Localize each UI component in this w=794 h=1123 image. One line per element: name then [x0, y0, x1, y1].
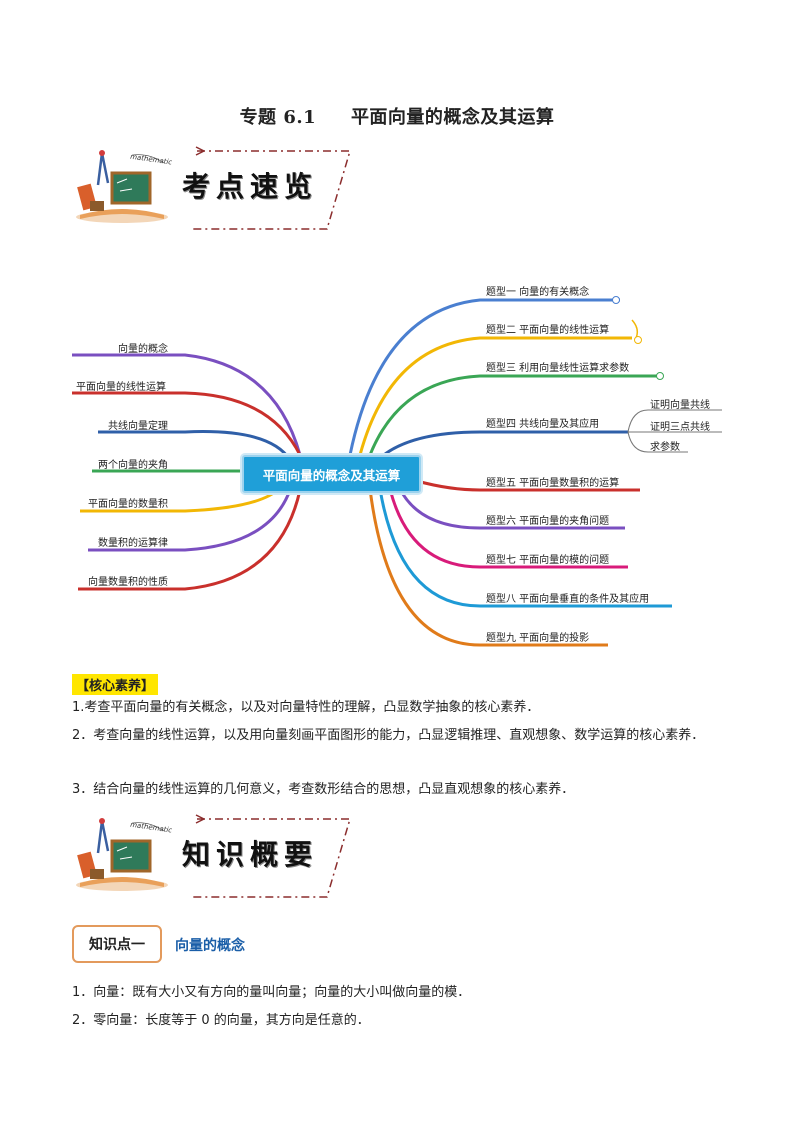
- mm-right-item: 题型九 平面向量的投影: [486, 633, 590, 644]
- knowledge-item: 2．零向量：长度等于 0 的向量，其方向是任意的．: [72, 1013, 370, 1028]
- mm-left-item: 数量积的运算律: [98, 538, 168, 549]
- mm-sub-item: 求参数: [650, 442, 680, 453]
- core-item: 2．考查向量的线性运算，以及用向量刻画平面图形的能力，凸显逻辑推理、直观想象、数…: [72, 728, 705, 743]
- title-number: 专题 6.1: [239, 107, 317, 128]
- mind-map-center: 平面向量的概念及其运算: [242, 455, 421, 493]
- mm-left-item: 平面向量的线性运算: [76, 382, 166, 393]
- banner-title: 知识概要: [182, 838, 319, 871]
- section-banner-overview: mathematics 考点速览: [72, 145, 362, 235]
- logo-word: mathematics: [130, 821, 172, 835]
- mm-sub-item: 证明向量共线: [650, 400, 710, 411]
- mm-right-item: 题型一 向量的有关概念: [486, 287, 590, 298]
- mm-right-item: 题型七 平面向量的模的问题: [486, 555, 610, 566]
- mm-right-item: 题型二 平面向量的线性运算: [486, 325, 610, 336]
- banner-title: 考点速览: [182, 170, 319, 203]
- mm-left-item: 共线向量定理: [108, 421, 168, 432]
- mm-sub-item: 证明三点共线: [650, 422, 710, 433]
- mm-right-item: 题型八 平面向量垂直的条件及其应用: [486, 594, 650, 605]
- core-heading: 【核心素养】: [72, 674, 159, 695]
- mm-left-item: 两个向量的夹角: [98, 460, 168, 471]
- knowledge-point-label: 知识点一: [72, 925, 162, 963]
- mm-left-item: 向量数量积的性质: [88, 577, 168, 588]
- section-banner-summary: mathematics 知识概要: [72, 813, 362, 903]
- mm-right-item: 题型三 利用向量线性运算求参数: [486, 363, 630, 374]
- core-item: 1.考查平面向量的有关概念，以及对向量特性的理解，凸显数学抽象的核心素养．: [72, 700, 540, 715]
- banner-frame: [192, 814, 352, 898]
- mm-left-item: 向量的概念: [118, 344, 168, 355]
- mm-left-item: 平面向量的数量积: [88, 499, 168, 510]
- mm-right-item: 题型五 平面向量数量积的运算: [486, 478, 620, 489]
- math-logo-icon: mathematics: [72, 145, 177, 225]
- core-item: 3．结合向量的线性运算的几何意义，考查数形结合的思想，凸显直观想象的核心素养．: [72, 782, 575, 797]
- page-title: 专题 6.1 平面向量的概念及其运算: [0, 103, 794, 129]
- knowledge-item: 1．向量：既有大小又有方向的量叫向量；向量的大小叫做向量的模．: [72, 985, 471, 1000]
- knowledge-point-title: 向量的概念: [175, 938, 245, 954]
- mm-right-item: 题型四 共线向量及其应用: [486, 419, 600, 430]
- mm-right-item: 题型六 平面向量的夹角问题: [486, 516, 610, 527]
- logo-word: mathematics: [130, 153, 172, 167]
- math-logo-icon: mathematics: [72, 813, 177, 893]
- title-text: 平面向量的概念及其运算: [350, 107, 555, 128]
- banner-frame: [192, 146, 352, 230]
